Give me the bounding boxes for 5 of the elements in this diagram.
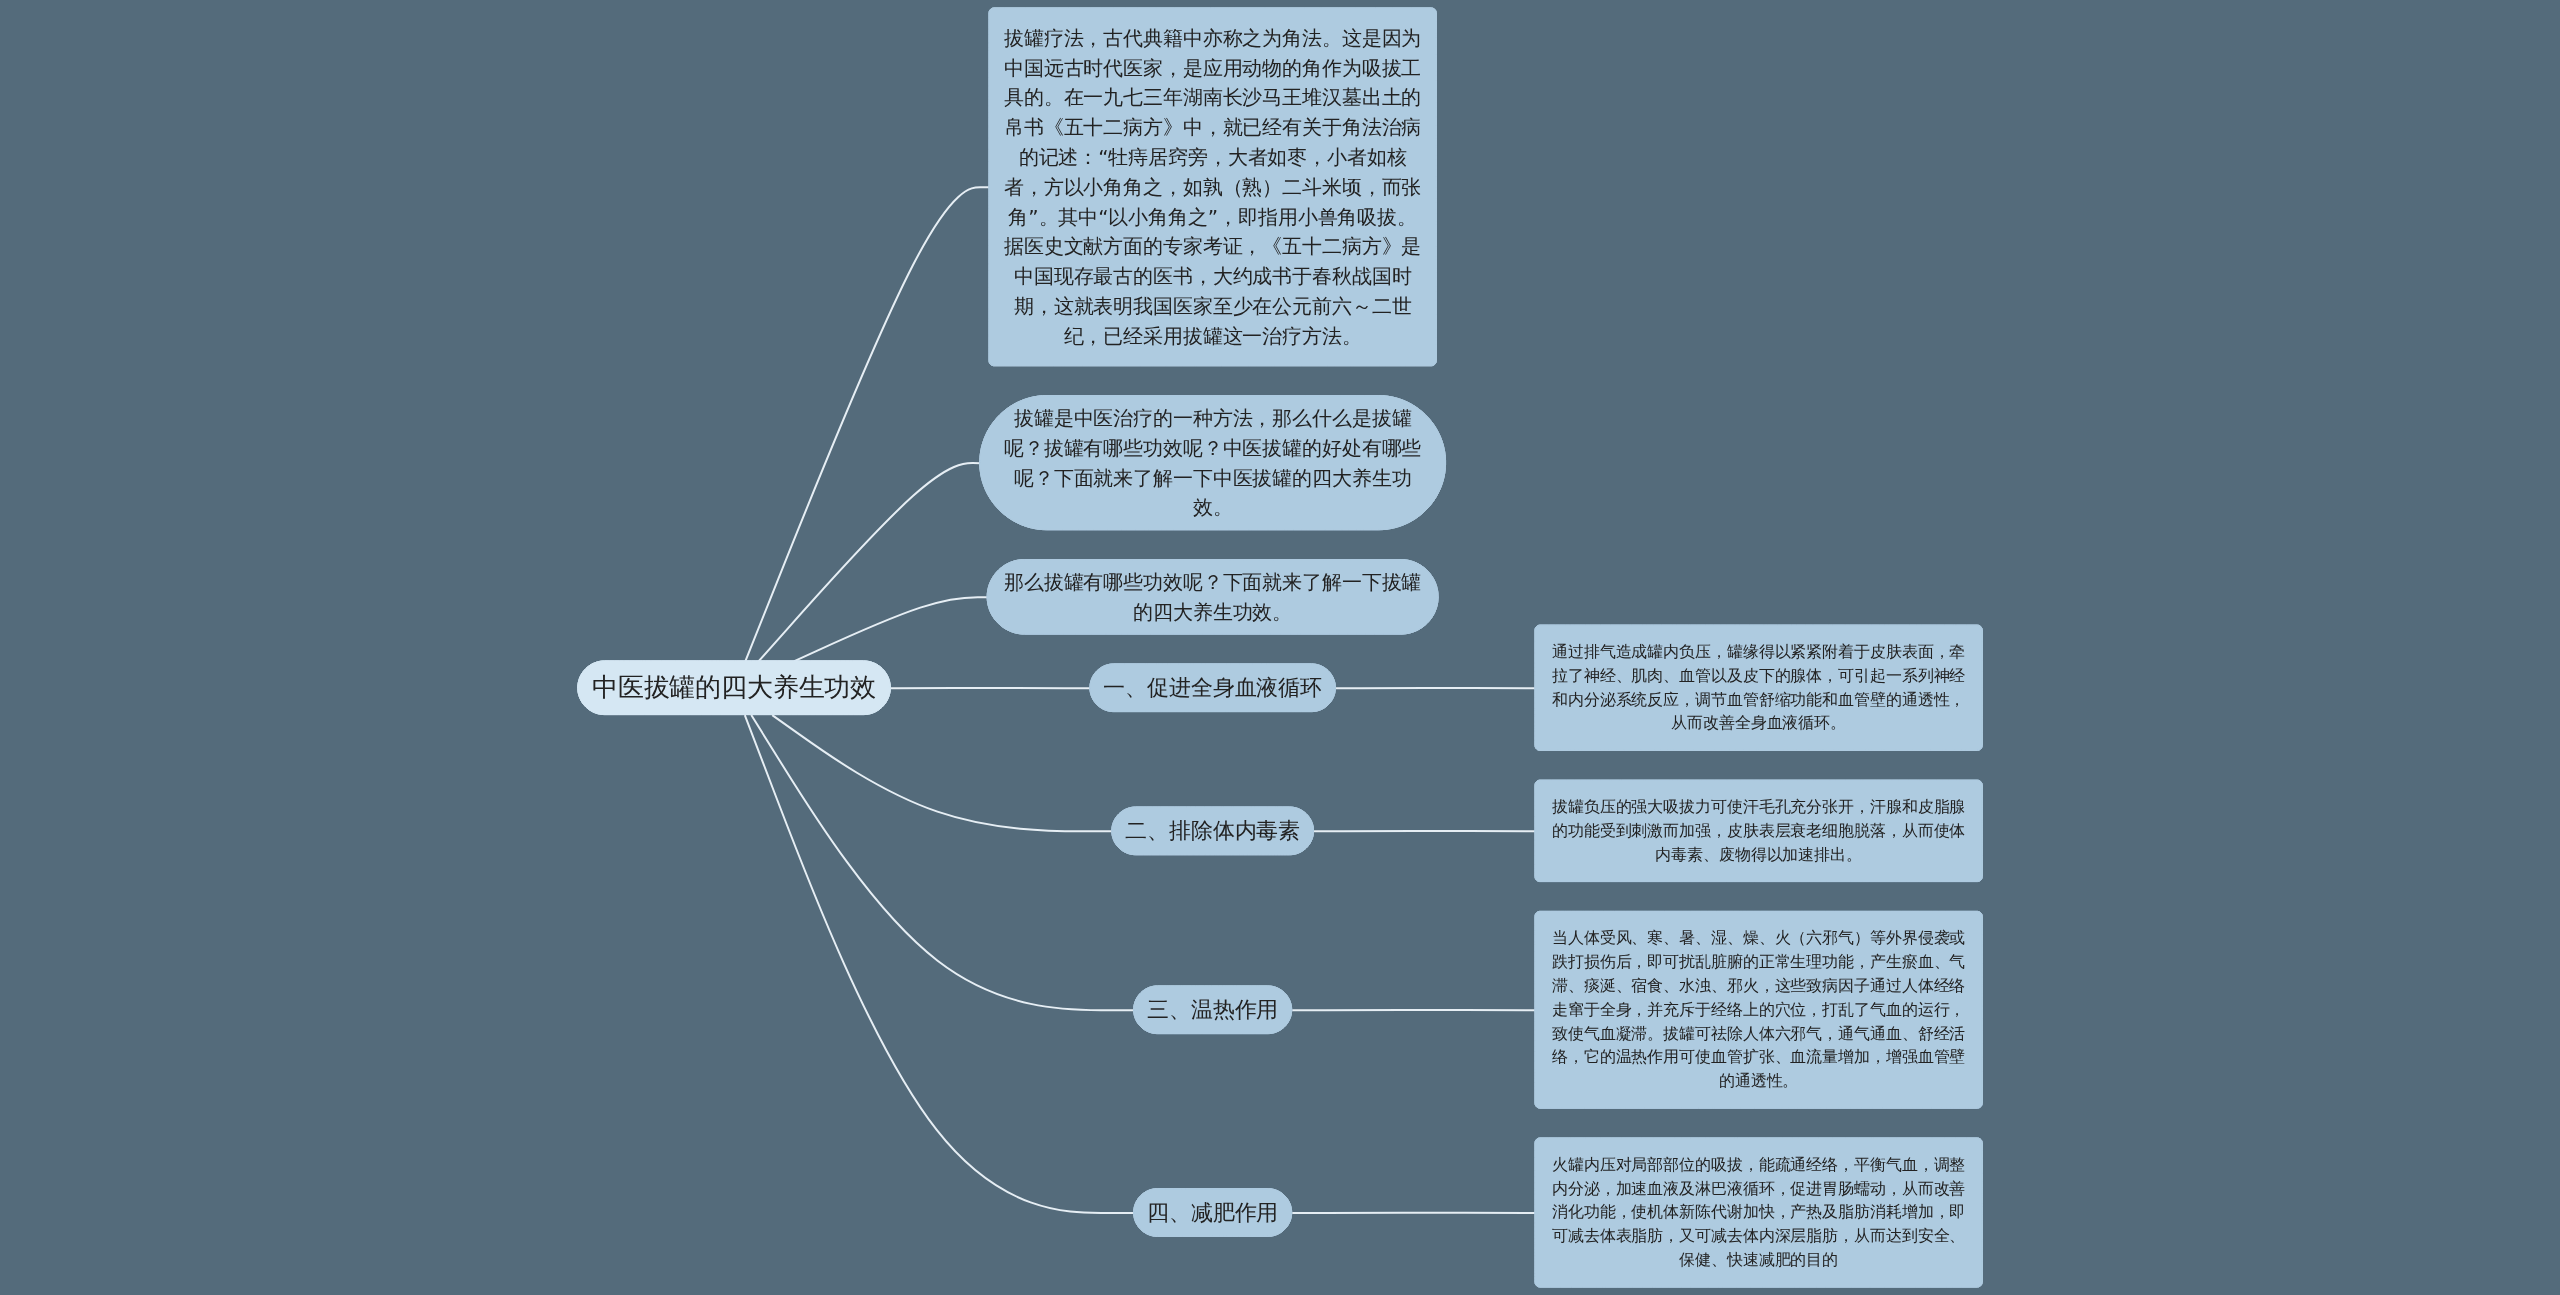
connector — [1334, 686, 1537, 690]
connector — [1313, 830, 1537, 833]
connector — [1291, 1211, 1537, 1214]
connector — [889, 686, 1092, 690]
connector — [1291, 1008, 1537, 1012]
